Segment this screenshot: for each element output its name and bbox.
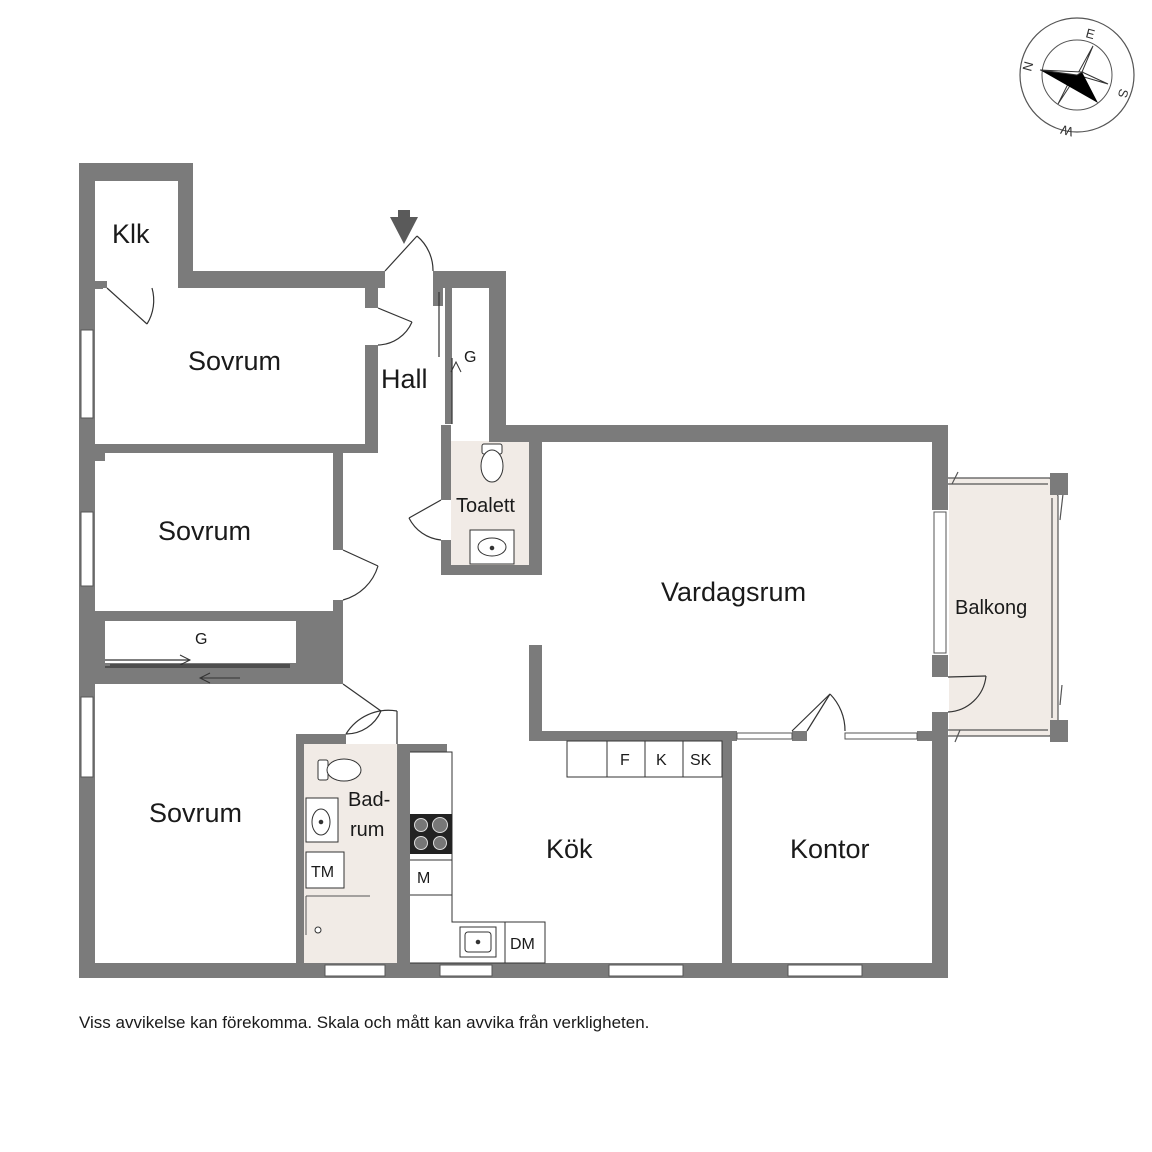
room-label-toalett: Toalett <box>456 495 515 517</box>
balcony-post <box>1050 720 1068 742</box>
sink-icon <box>469 529 515 565</box>
entrance-arrow-icon <box>390 217 418 244</box>
disclaimer-text: Viss avvikelse kan förekomma. Skala och … <box>79 1013 650 1032</box>
wardrobe-label-mid: G <box>195 631 207 648</box>
balcony-floor <box>949 478 1058 736</box>
room-label-sovrum-mid: Sovrum <box>158 516 251 546</box>
balcony-structure <box>948 471 1064 743</box>
doors <box>105 235 987 744</box>
room-label-badrum-line2: rum <box>350 819 384 841</box>
compass-south-label: S <box>1115 87 1132 100</box>
washing-machine-label: TM <box>311 864 334 881</box>
compass-icon: N E S W <box>1019 17 1135 140</box>
microwave-label: M <box>417 870 430 887</box>
bath-toilet-icon <box>317 758 362 782</box>
balcony-post <box>932 478 948 496</box>
cooler-label: K <box>656 752 667 769</box>
stove-icon <box>410 814 452 854</box>
room-label-kontor: Kontor <box>790 834 870 864</box>
room-label-kok: Kök <box>546 834 593 864</box>
toilet-icon <box>480 443 504 483</box>
balcony-post <box>1050 473 1068 495</box>
room-label-hall: Hall <box>381 364 428 394</box>
washing-machine-box <box>305 851 345 889</box>
room-label-vardagsrum: Vardagsrum <box>661 577 806 607</box>
kitchen-counter <box>410 751 546 964</box>
compass-west-label: W <box>1058 122 1074 140</box>
freezer-label: SK <box>690 752 712 769</box>
shower-drain-icon <box>314 926 322 934</box>
room-label-badrum-line1: Bad- <box>348 789 390 811</box>
appliance-cabinets <box>566 740 723 778</box>
room-label-sovrum-top: Sovrum <box>188 346 281 376</box>
compass-north-label: N <box>1019 60 1036 73</box>
wardrobe-label-hall: G <box>464 349 476 366</box>
compass-east-label: E <box>1084 25 1097 42</box>
fridge-label: F <box>620 752 630 769</box>
room-label-klk: Klk <box>112 219 150 249</box>
bath-sink-icon <box>305 797 339 843</box>
windows <box>80 329 947 977</box>
room-label-balkong: Balkong <box>955 597 1027 619</box>
kitchen-sink-icon <box>459 926 497 958</box>
entrance-arrow-stem <box>398 210 410 219</box>
sliding-door-arrows <box>179 360 462 684</box>
dishwasher-label: DM <box>510 936 535 953</box>
room-label-sovrum-bottom: Sovrum <box>149 798 242 828</box>
